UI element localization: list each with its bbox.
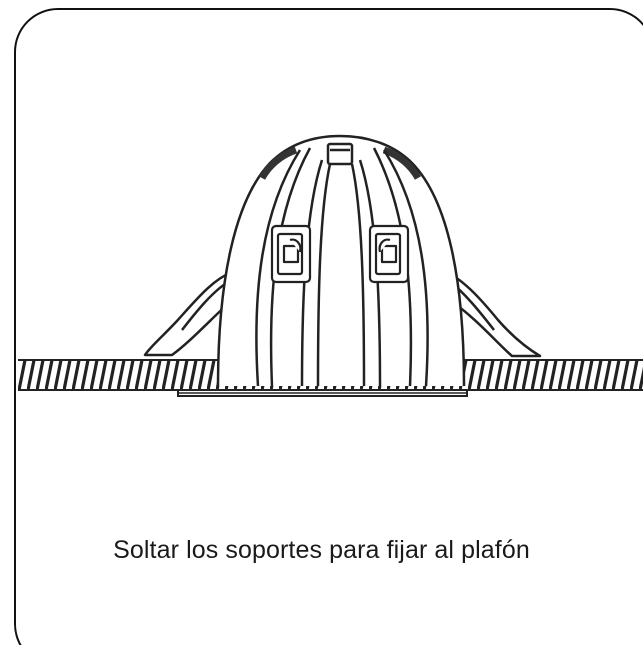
fixture-trim <box>177 390 468 397</box>
instruction-caption: Soltar los soportes para fijar al plafón <box>113 536 530 564</box>
left-spring-clip <box>143 270 234 357</box>
right-clamp-window <box>368 224 410 284</box>
card-border <box>14 8 643 645</box>
left-clamp-window <box>270 224 312 284</box>
fixture-dome <box>216 134 466 387</box>
